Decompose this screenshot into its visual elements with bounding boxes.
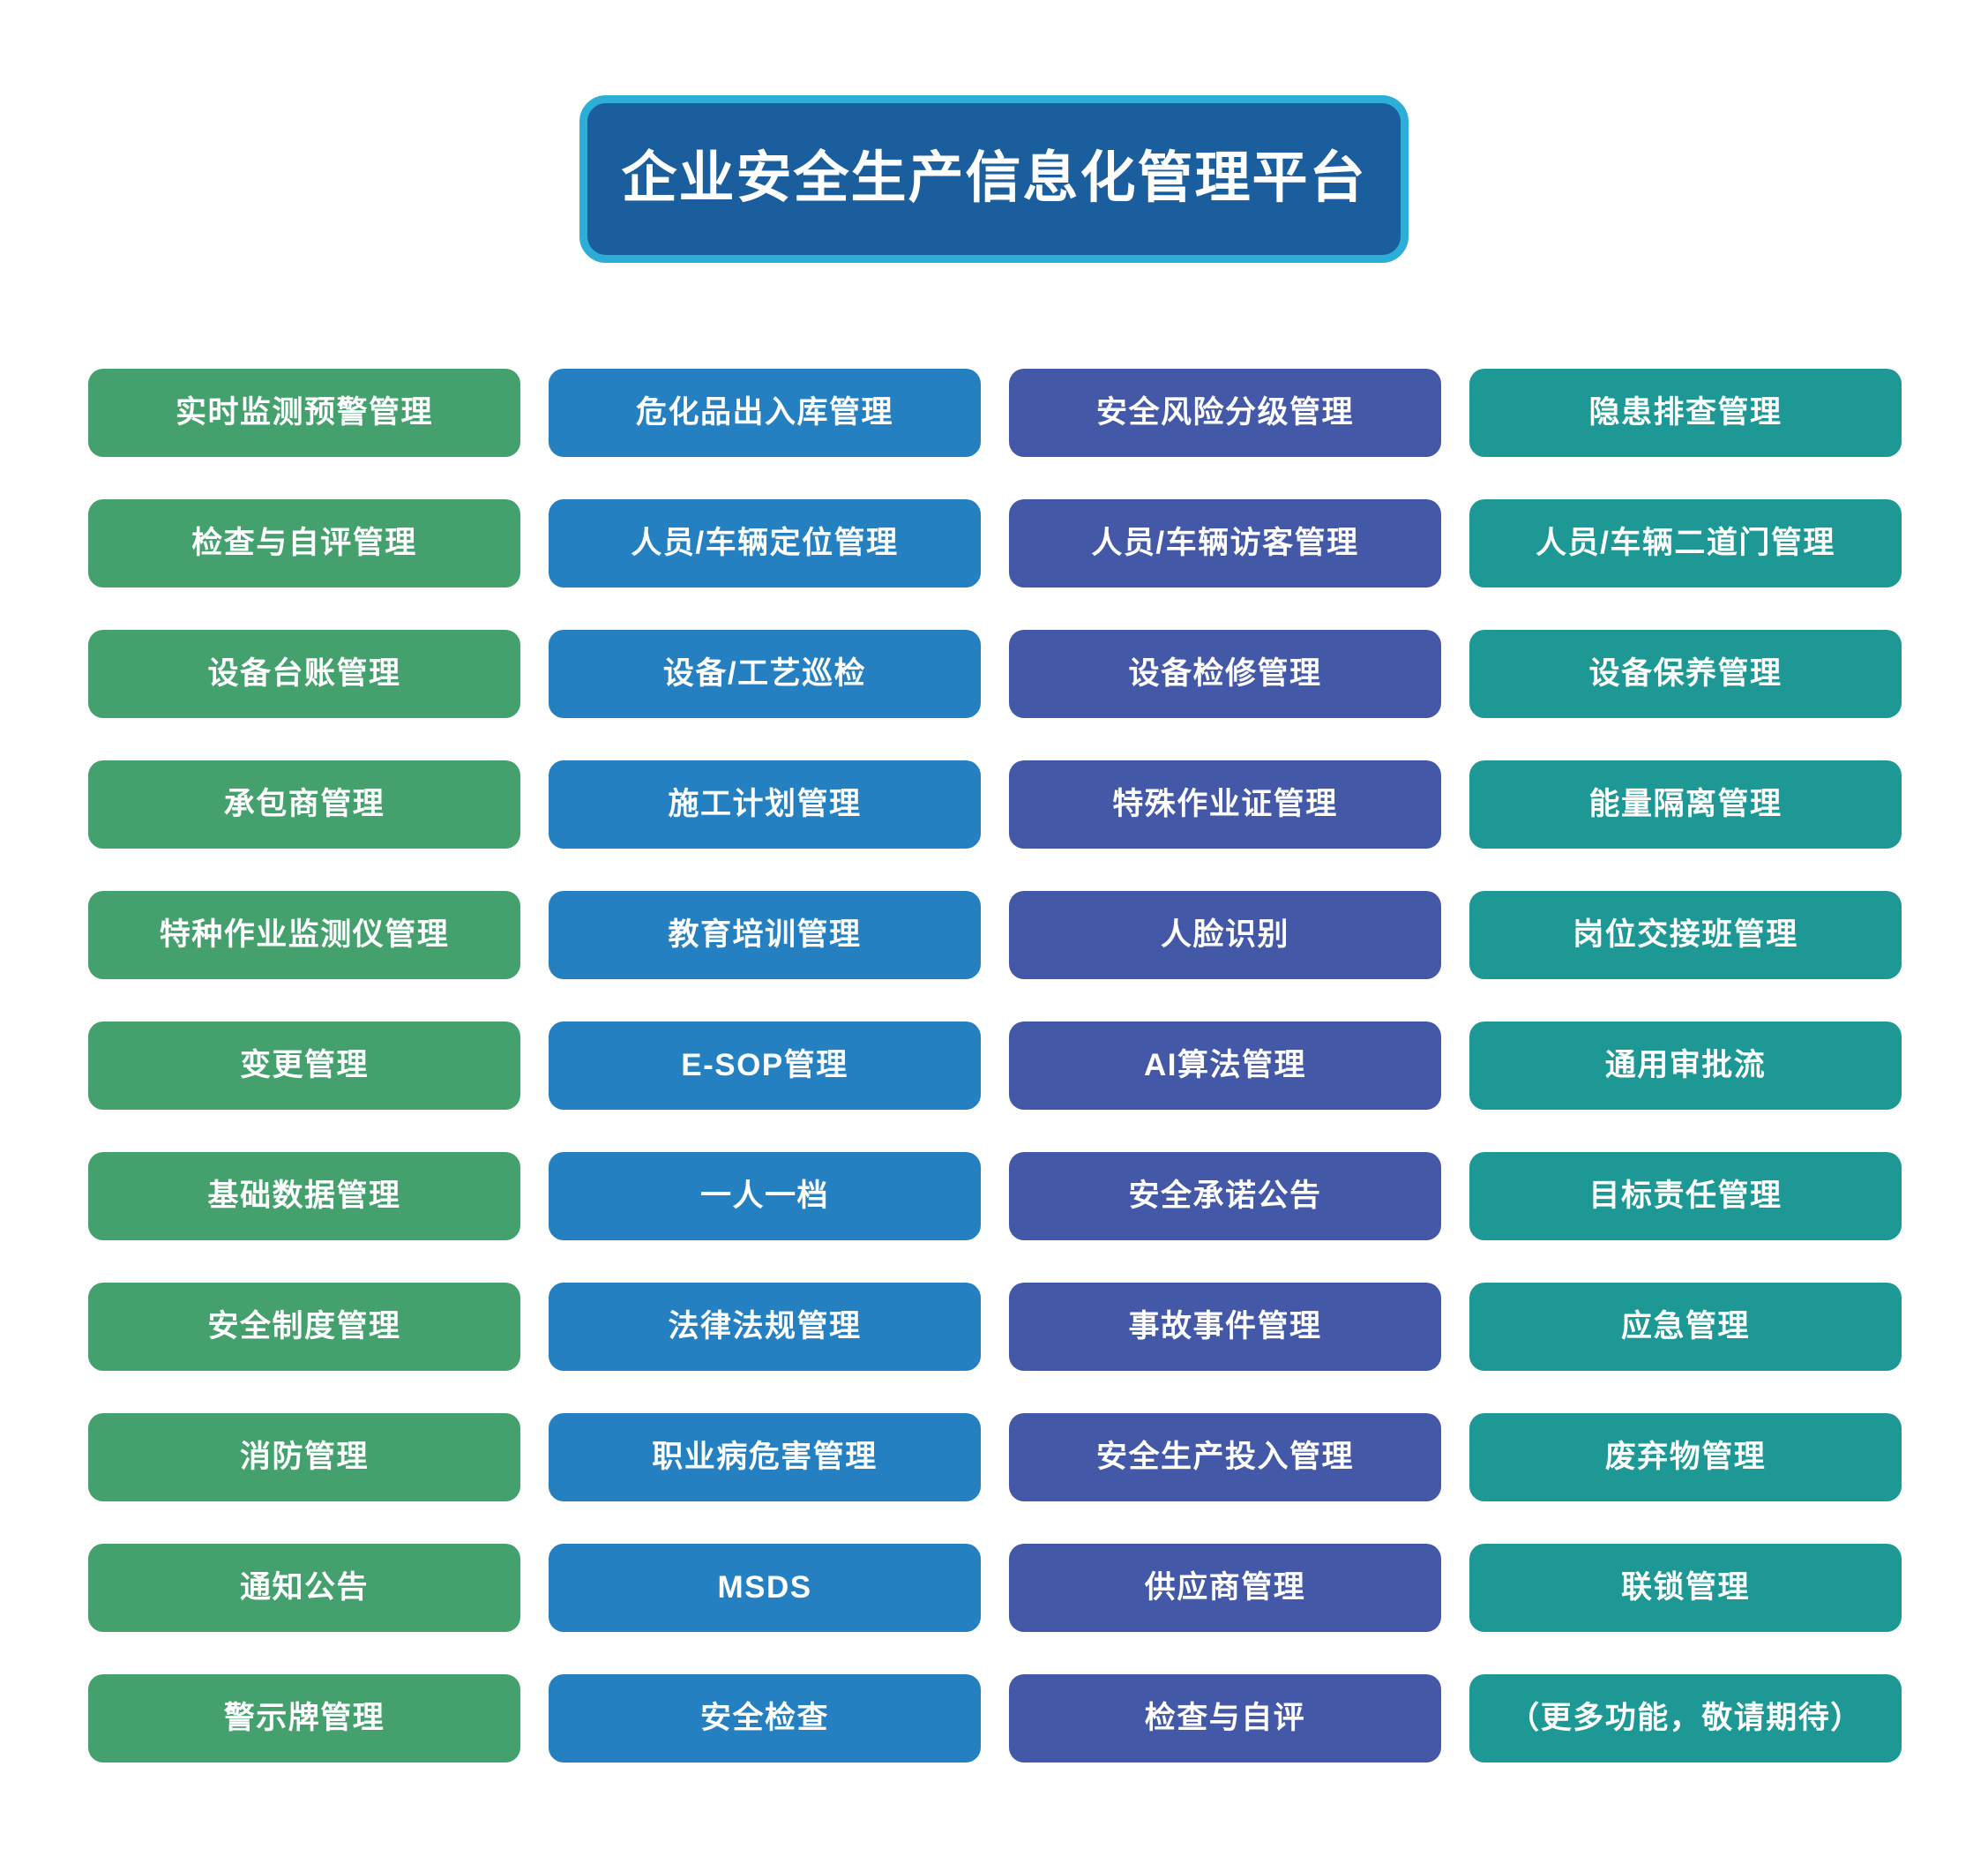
module-card[interactable]: 一人一档: [549, 1152, 981, 1240]
module-card[interactable]: 消防管理: [88, 1413, 520, 1501]
module-card-label: 实时监测预警管理: [175, 394, 433, 430]
module-card-label: MSDS: [717, 1569, 812, 1605]
module-card[interactable]: 通知公告: [88, 1544, 520, 1632]
module-card-label: 安全生产投入管理: [1095, 1439, 1354, 1474]
module-card[interactable]: 联锁管理: [1469, 1544, 1902, 1632]
module-card[interactable]: 检查与自评管理: [88, 499, 520, 587]
module-card-label: 消防管理: [239, 1439, 369, 1474]
module-card[interactable]: 警示牌管理: [88, 1674, 520, 1762]
module-card[interactable]: 废弃物管理: [1469, 1413, 1902, 1501]
module-card-label: 设备保养管理: [1588, 655, 1782, 691]
module-card-label: 教育培训管理: [668, 917, 862, 952]
module-card-label: 基础数据管理: [207, 1178, 401, 1213]
module-card[interactable]: MSDS: [549, 1544, 981, 1632]
module-card-label: 岗位交接班管理: [1573, 917, 1798, 952]
module-card-label: 目标责任管理: [1588, 1178, 1782, 1213]
module-card-label: 安全检查: [699, 1700, 829, 1735]
module-card[interactable]: 教育培训管理: [549, 891, 981, 979]
title-banner-container: 企业安全生产信息化管理平台: [0, 95, 1988, 263]
module-card[interactable]: 职业病危害管理: [549, 1413, 981, 1501]
module-card-label: 变更管理: [239, 1047, 369, 1082]
module-card[interactable]: 基础数据管理: [88, 1152, 520, 1240]
module-card-label: 法律法规管理: [668, 1308, 862, 1343]
module-card-label: 设备/工艺巡检: [662, 655, 867, 691]
module-card-label: 安全承诺公告: [1128, 1178, 1322, 1213]
module-card[interactable]: 人脸识别: [1009, 891, 1441, 979]
module-card-label: 废弃物管理: [1604, 1439, 1767, 1474]
module-card[interactable]: 特种作业监测仪管理: [88, 891, 520, 979]
module-card-label: 警示牌管理: [223, 1700, 385, 1735]
module-card-label: 检查与自评: [1144, 1700, 1306, 1735]
module-card-label: AI算法管理: [1143, 1047, 1306, 1082]
module-card-label: 通用审批流: [1604, 1047, 1767, 1082]
module-card-label: 安全风险分级管理: [1095, 394, 1354, 430]
module-card[interactable]: 供应商管理: [1009, 1544, 1441, 1632]
module-card-label: 联锁管理: [1620, 1569, 1750, 1605]
module-card-label: 能量隔离管理: [1588, 786, 1782, 821]
module-card[interactable]: 法律法规管理: [549, 1283, 981, 1371]
module-card[interactable]: 隐患排查管理: [1469, 369, 1902, 457]
module-card[interactable]: 能量隔离管理: [1469, 760, 1902, 849]
module-card-label: 特种作业监测仪管理: [159, 917, 450, 952]
module-card[interactable]: 岗位交接班管理: [1469, 891, 1902, 979]
module-card[interactable]: 安全制度管理: [88, 1283, 520, 1371]
module-card-label: 隐患排查管理: [1588, 394, 1782, 430]
title-banner: 企业安全生产信息化管理平台: [579, 95, 1409, 263]
module-card[interactable]: 设备/工艺巡检: [549, 630, 981, 718]
module-card-label: （更多功能，敬请期待）: [1508, 1700, 1863, 1735]
module-card-label: 通知公告: [239, 1569, 369, 1605]
module-card-label: 施工计划管理: [668, 786, 862, 821]
module-card[interactable]: 承包商管理: [88, 760, 520, 849]
module-card[interactable]: 设备保养管理: [1469, 630, 1902, 718]
module-card-label: E-SOP管理: [681, 1047, 848, 1082]
module-card-label: 危化品出入库管理: [635, 394, 893, 430]
module-card-label: 设备检修管理: [1128, 655, 1322, 691]
module-card[interactable]: 目标责任管理: [1469, 1152, 1902, 1240]
page-title: 企业安全生产信息化管理平台: [621, 147, 1367, 210]
module-card[interactable]: 人员/车辆访客管理: [1009, 499, 1441, 587]
module-card-label: 设备台账管理: [207, 655, 401, 691]
module-card[interactable]: 危化品出入库管理: [549, 369, 981, 457]
module-card-label: 人脸识别: [1160, 917, 1289, 952]
module-card-label: 人员/车辆访客管理: [1091, 525, 1359, 560]
module-card-label: 人员/车辆二道门管理: [1536, 525, 1835, 560]
module-grid: 实时监测预警管理 危化品出入库管理 安全风险分级管理 隐患排查管理检查与自评管理 人员/…: [88, 369, 1902, 1762]
module-card[interactable]: 事故事件管理: [1009, 1283, 1441, 1371]
module-card[interactable]: （更多功能，敬请期待）: [1469, 1674, 1902, 1762]
module-card-label: 职业病危害管理: [652, 1439, 878, 1474]
module-card-label: 特殊作业证管理: [1112, 786, 1338, 821]
module-card[interactable]: 安全生产投入管理: [1009, 1413, 1441, 1501]
module-card[interactable]: 变更管理: [88, 1022, 520, 1110]
module-card[interactable]: 检查与自评: [1009, 1674, 1441, 1762]
module-card[interactable]: 应急管理: [1469, 1283, 1902, 1371]
module-card[interactable]: 通用审批流: [1469, 1022, 1902, 1110]
module-card[interactable]: 实时监测预警管理: [88, 369, 520, 457]
module-card-label: 承包商管理: [223, 786, 385, 821]
module-card[interactable]: 安全风险分级管理: [1009, 369, 1441, 457]
module-card-label: 安全制度管理: [207, 1308, 401, 1343]
module-card[interactable]: 安全检查: [549, 1674, 981, 1762]
module-card-label: 供应商管理: [1144, 1569, 1306, 1605]
module-card-label: 应急管理: [1620, 1308, 1750, 1343]
module-card[interactable]: 人员/车辆二道门管理: [1469, 499, 1902, 587]
module-card[interactable]: 设备台账管理: [88, 630, 520, 718]
module-card[interactable]: AI算法管理: [1009, 1022, 1441, 1110]
module-card[interactable]: 特殊作业证管理: [1009, 760, 1441, 849]
module-card[interactable]: E-SOP管理: [549, 1022, 981, 1110]
module-card[interactable]: 设备检修管理: [1009, 630, 1441, 718]
module-card[interactable]: 安全承诺公告: [1009, 1152, 1441, 1240]
module-card[interactable]: 施工计划管理: [549, 760, 981, 849]
module-card-label: 一人一档: [699, 1178, 829, 1213]
module-card-label: 检查与自评管理: [191, 525, 417, 560]
module-card-label: 人员/车辆定位管理: [631, 525, 899, 560]
module-card-label: 事故事件管理: [1128, 1308, 1322, 1343]
module-card[interactable]: 人员/车辆定位管理: [549, 499, 981, 587]
